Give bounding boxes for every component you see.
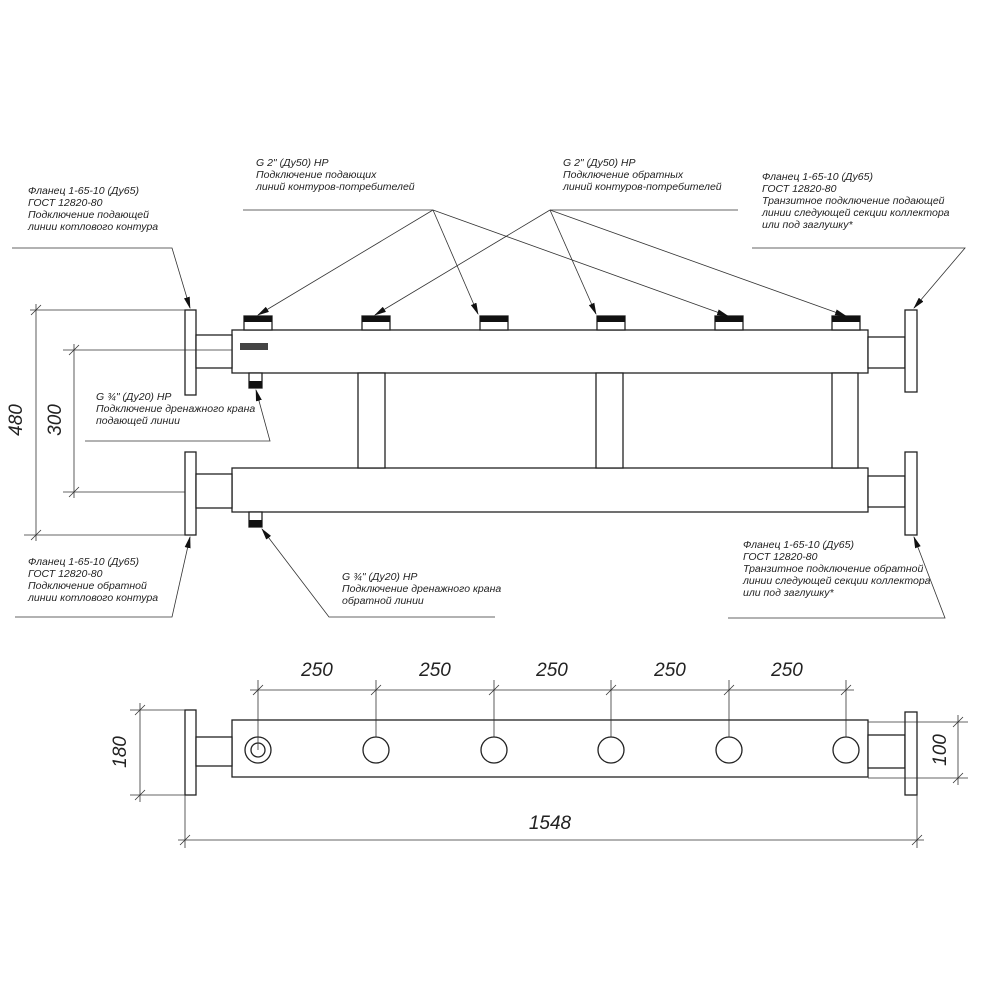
drain-fitting-supply <box>248 372 263 389</box>
flange-left <box>184 709 197 796</box>
nipple <box>195 473 233 509</box>
svg-text:G 2" (Ду50) НР Подключ: G 2" (Ду50) НР Подключение подающих лини… <box>255 157 415 193</box>
nipple <box>867 475 906 508</box>
supply-header <box>231 329 869 374</box>
svg-text:G ¾" (Ду20) НР Подключ: G ¾" (Ду20) НР Подключение дренажного кр… <box>342 571 504 607</box>
outlet-fitting <box>479 315 509 331</box>
flange-return-left <box>184 451 197 536</box>
svg-text:Фланец 1-65-10 (Ду65): Фланец 1-65-10 (Ду65) ГОСТ 12820-80 Тран… <box>761 171 952 231</box>
dimension-100: 100 <box>868 715 968 785</box>
front-view: 480 300 Фланец 1-65-10 (Ду65) ГОСТ 12820… <box>6 157 966 619</box>
callout-supply-outlets: G 2" (Ду50) НР Подключение подающих лини… <box>243 157 729 317</box>
pitch-label: 250 <box>300 660 333 681</box>
svg-text:Фланец 1-65-10 (Ду65): Фланец 1-65-10 (Ду65) ГОСТ 12820-80 Подк… <box>27 556 158 604</box>
top-view: 250 250 250 250 250 180 100 <box>110 660 968 848</box>
svg-text:Фланец 1-65-10 (Ду65): Фланец 1-65-10 (Ду65) ГОСТ 12820-80 Тран… <box>742 539 933 599</box>
callout-drain-supply: G ¾" (Ду20) НР Подключение дренажного кр… <box>85 389 271 442</box>
nipple <box>195 334 233 369</box>
drain-fitting-return <box>248 511 263 528</box>
nipple <box>195 736 233 767</box>
nipple <box>867 734 906 769</box>
outlet-fittings <box>243 315 861 331</box>
collector-body-top <box>231 719 869 778</box>
pitch-label: 250 <box>418 660 451 681</box>
dimension-1548: 1548 <box>178 795 924 848</box>
dimension-300: 300 <box>45 344 232 498</box>
svg-text:G ¾" (Ду20) НР Подключ: G ¾" (Ду20) НР Подключение дренажного кр… <box>96 391 258 427</box>
return-header <box>231 467 869 513</box>
bypass-pipe <box>357 372 386 469</box>
dimension-480: 480 <box>6 304 185 541</box>
pitch-label: 250 <box>653 660 686 681</box>
dimension-180: 180 <box>110 703 185 802</box>
flange-right <box>904 711 918 796</box>
nameplate <box>240 343 268 350</box>
flange-return-right <box>904 451 918 536</box>
callout-flange-return-left: Фланец 1-65-10 (Ду65) ГОСТ 12820-80 Подк… <box>15 536 191 618</box>
bypass-pipe <box>595 372 624 469</box>
pitch-label: 250 <box>535 660 568 681</box>
bypass-pipe <box>831 372 859 469</box>
dim-300-label: 300 <box>45 404 66 436</box>
dim-1548-label: 1548 <box>529 813 572 834</box>
svg-text:G 2" (Ду50) НР Подключ: G 2" (Ду50) НР Подключение обратных лини… <box>562 157 722 193</box>
outlet-fitting <box>243 315 273 331</box>
outlet-fitting <box>596 315 626 331</box>
svg-text:Фланец 1-65-10 (Ду65): Фланец 1-65-10 (Ду65) ГОСТ 12820-80 Подк… <box>27 185 158 233</box>
dim-180-label: 180 <box>110 736 131 768</box>
nipple <box>867 336 906 369</box>
callout-flange-supply-left: Фланец 1-65-10 (Ду65) ГОСТ 12820-80 Подк… <box>12 185 191 309</box>
dimension-outlet-pitch: 250 250 250 250 250 <box>250 660 854 750</box>
callout-return-outlets: G 2" (Ду50) НР Подключение обратных лини… <box>374 157 847 317</box>
flange-supply-left <box>184 309 197 396</box>
outlet-fitting <box>714 315 744 331</box>
dim-480-label: 480 <box>6 404 27 436</box>
flange-supply-right <box>904 309 918 393</box>
callout-flange-supply-right: Фланец 1-65-10 (Ду65) ГОСТ 12820-80 Тран… <box>752 171 966 309</box>
outlet-fitting <box>831 315 861 331</box>
dim-100-label: 100 <box>930 734 951 766</box>
outlet-fitting <box>361 315 391 331</box>
pitch-label: 250 <box>770 660 803 681</box>
callout-drain-return: G ¾" (Ду20) НР Подключение дренажного кр… <box>261 528 504 618</box>
callout-flange-return-right: Фланец 1-65-10 (Ду65) ГОСТ 12820-80 Тран… <box>728 536 946 619</box>
